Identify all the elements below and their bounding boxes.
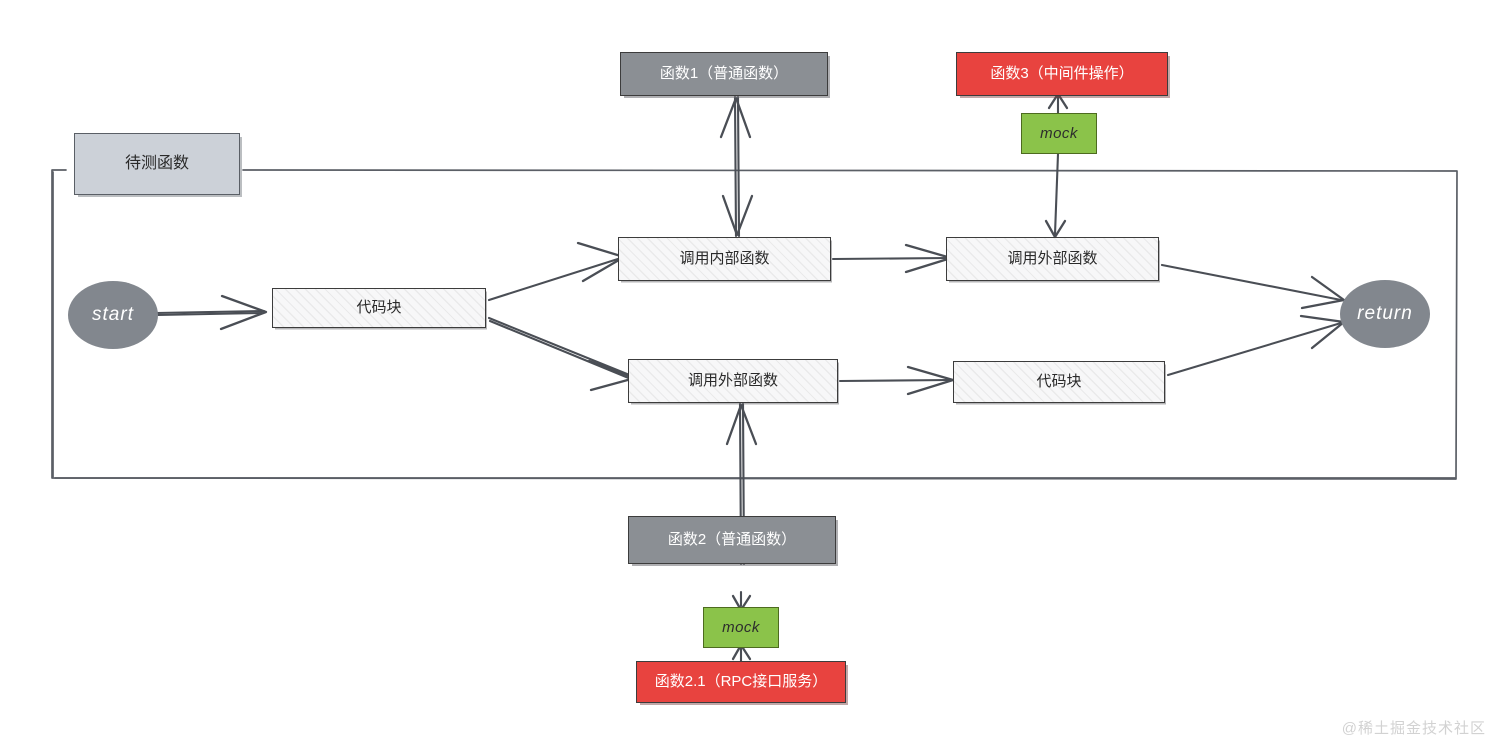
terminator-return-label: return (1357, 303, 1413, 325)
terminator-return[interactable]: return (1340, 280, 1430, 348)
arrow-codeblock2-to-return (1166, 314, 1346, 377)
arrow-codeblock-to-internal (487, 241, 626, 302)
arrow-function1-internal-bidirectional (719, 95, 754, 238)
function-under-test-label: 待测函数 (124, 154, 189, 172)
process-code-block-2-label: 代码块 (1036, 373, 1082, 391)
external-node-function-2[interactable]: 函数2（普通函数） (628, 516, 836, 564)
external-node-function-3[interactable]: 函数3（中间件操作） (956, 52, 1168, 96)
function-under-test-container (51, 169, 1458, 480)
arrow-start-to-codeblock (154, 294, 268, 331)
process-code-block-1-label: 代码块 (356, 299, 402, 317)
process-call-external-function-top-label: 调用外部函数 (1007, 250, 1098, 268)
process-code-block-1[interactable]: 代码块 (272, 288, 486, 328)
terminator-start[interactable]: start (68, 281, 158, 349)
mock-node-top[interactable]: mock (1021, 113, 1097, 154)
process-code-block-2[interactable]: 代码块 (953, 361, 1165, 403)
process-call-internal-function[interactable]: 调用内部函数 (618, 237, 831, 281)
mock-node-bottom-label: mock (722, 618, 760, 636)
process-call-external-function-top[interactable]: 调用外部函数 (946, 237, 1159, 281)
arrow-mock-top-to-external-top (1044, 152, 1067, 239)
external-node-function-1-label: 函数1（普通函数） (659, 65, 789, 83)
arrow-function3-to-mock-top (1047, 92, 1069, 115)
function-under-test-label-box[interactable]: 待测函数 (74, 133, 240, 195)
external-node-function-2-label: 函数2（普通函数） (667, 531, 797, 549)
process-call-internal-function-label: 调用内部函数 (679, 250, 770, 268)
external-node-function-3-label: 函数3（中间件操作） (990, 65, 1134, 83)
arrow-internal-to-external-top (831, 243, 953, 274)
arrow-external-bottom-to-codeblock2 (838, 365, 955, 396)
mock-node-bottom[interactable]: mock (703, 607, 779, 648)
external-node-function-1[interactable]: 函数1（普通函数） (620, 52, 828, 96)
arrow-external-top-to-return (1160, 263, 1346, 310)
mock-node-top-label: mock (1040, 124, 1078, 142)
watermark: @稀土掘金技术社区 (1341, 720, 1486, 737)
process-call-external-function-bottom-label: 调用外部函数 (687, 372, 778, 390)
terminator-start-label: start (92, 304, 134, 326)
external-node-function-2-1[interactable]: 函数2.1（RPC接口服务） (636, 661, 846, 703)
arrow-codeblock-to-external-bottom (487, 316, 637, 392)
external-node-function-2-1-label: 函数2.1（RPC接口服务） (654, 673, 828, 691)
process-call-external-function-bottom[interactable]: 调用外部函数 (628, 359, 838, 403)
